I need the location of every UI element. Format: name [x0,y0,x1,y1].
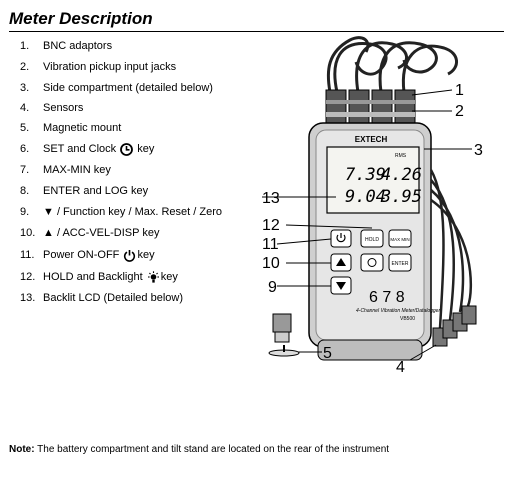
model-text: 4-Channel Vibration Meter/Datalogger [356,308,440,314]
enter-button[interactable] [388,253,412,272]
item-number: 8. [20,185,30,197]
lcd-reading-1: 7.39 [345,165,386,185]
power-icon [336,234,346,243]
enter-button-label: ENTER [392,261,409,267]
item-text: MAX-MIN key [43,164,111,176]
note-label: Note: [9,444,35,455]
item-text: ENTER and LOG key [43,185,149,197]
item-number: 4. [20,102,30,114]
item-number: 9. [20,206,30,218]
lcd-rms-label: RMS [395,153,407,159]
keypad: HOLD MAX MIN ENTER [330,229,412,295]
item-text: BNC adaptors [43,40,113,52]
item-number: 11. [20,249,35,261]
title-rule [9,31,504,32]
lcd-reading-2: 4.26 [381,165,422,185]
lcd-reading-4: 3.95 [380,187,422,207]
hold-button[interactable] [360,229,384,248]
magnetic-mount [268,313,300,357]
item-number: 13. [20,292,36,304]
item-number: 10. [20,227,36,239]
callout-12: 12 [262,217,280,234]
callout-lines [262,89,472,361]
maxmin-button-label: MAX MIN [390,237,409,242]
power-button[interactable] [330,229,352,248]
hold-button-label: HOLD [365,237,379,243]
note-text: The battery compartment and tilt stand a… [37,444,390,455]
item-text: HOLD and Backlight [43,271,143,283]
callout-5: 5 [323,345,332,362]
bnc-connectors [325,89,416,125]
item-text: Side compartment (detailed below) [43,82,213,94]
item-number: 1. [20,40,30,52]
footer-note: Note: The battery compartment and tilt s… [9,444,389,455]
model-number: VB500 [400,316,415,322]
item-text: Sensors [43,102,84,114]
item-text: Backlit LCD (Detailed below) [43,292,183,304]
lcd-display: RMS 7.39 4.26 9.04 3.95 [326,146,422,214]
callout-1: 1 [455,82,464,99]
callout-6-7-8: 6 7 8 [369,289,405,306]
item-text: ▲ / ACC-VEL-DISP key [43,227,160,239]
backlight-icon [147,270,159,283]
callout-11: 11 [262,236,279,253]
item-number: 3. [20,82,30,94]
item-text: Magnetic mount [43,122,122,134]
item-text: ▼ / Function key / Max. Reset / Zero [43,206,223,218]
callout-9: 9 [268,279,277,296]
callout-10: 10 [262,255,280,272]
callout-3: 3 [474,142,483,159]
callout-4: 4 [396,359,405,376]
item-text: Power ON-OFF [43,249,120,261]
sensor-cables [326,36,458,93]
power-icon [124,249,136,262]
maxmin-button[interactable] [388,229,412,248]
item-suffix: key [160,271,178,283]
item-suffix: key [137,143,155,155]
item-number: 2. [20,61,30,73]
sensors [432,305,477,347]
item-number: 5. [20,122,30,134]
item-number: 6. [20,143,30,155]
lcd-reading-3: 9.04 [345,187,386,207]
item-number: 7. [20,164,30,176]
item-suffix: key [137,249,155,261]
callout-13: 13 [262,190,280,207]
callout-2: 2 [455,103,464,120]
item-number: 12. [20,271,36,283]
item-text: Vibration pickup input jacks [43,61,177,73]
down-arrow-icon [336,282,346,290]
clock-icon [120,142,134,156]
set-button[interactable] [360,253,384,272]
page-title: Meter Description [9,9,153,28]
clock-icon [367,258,377,267]
side-cables [429,169,473,329]
brand-label: EXTECH [355,135,388,144]
up-arrow-icon [336,258,346,266]
item-text: SET and Clock [43,143,117,155]
